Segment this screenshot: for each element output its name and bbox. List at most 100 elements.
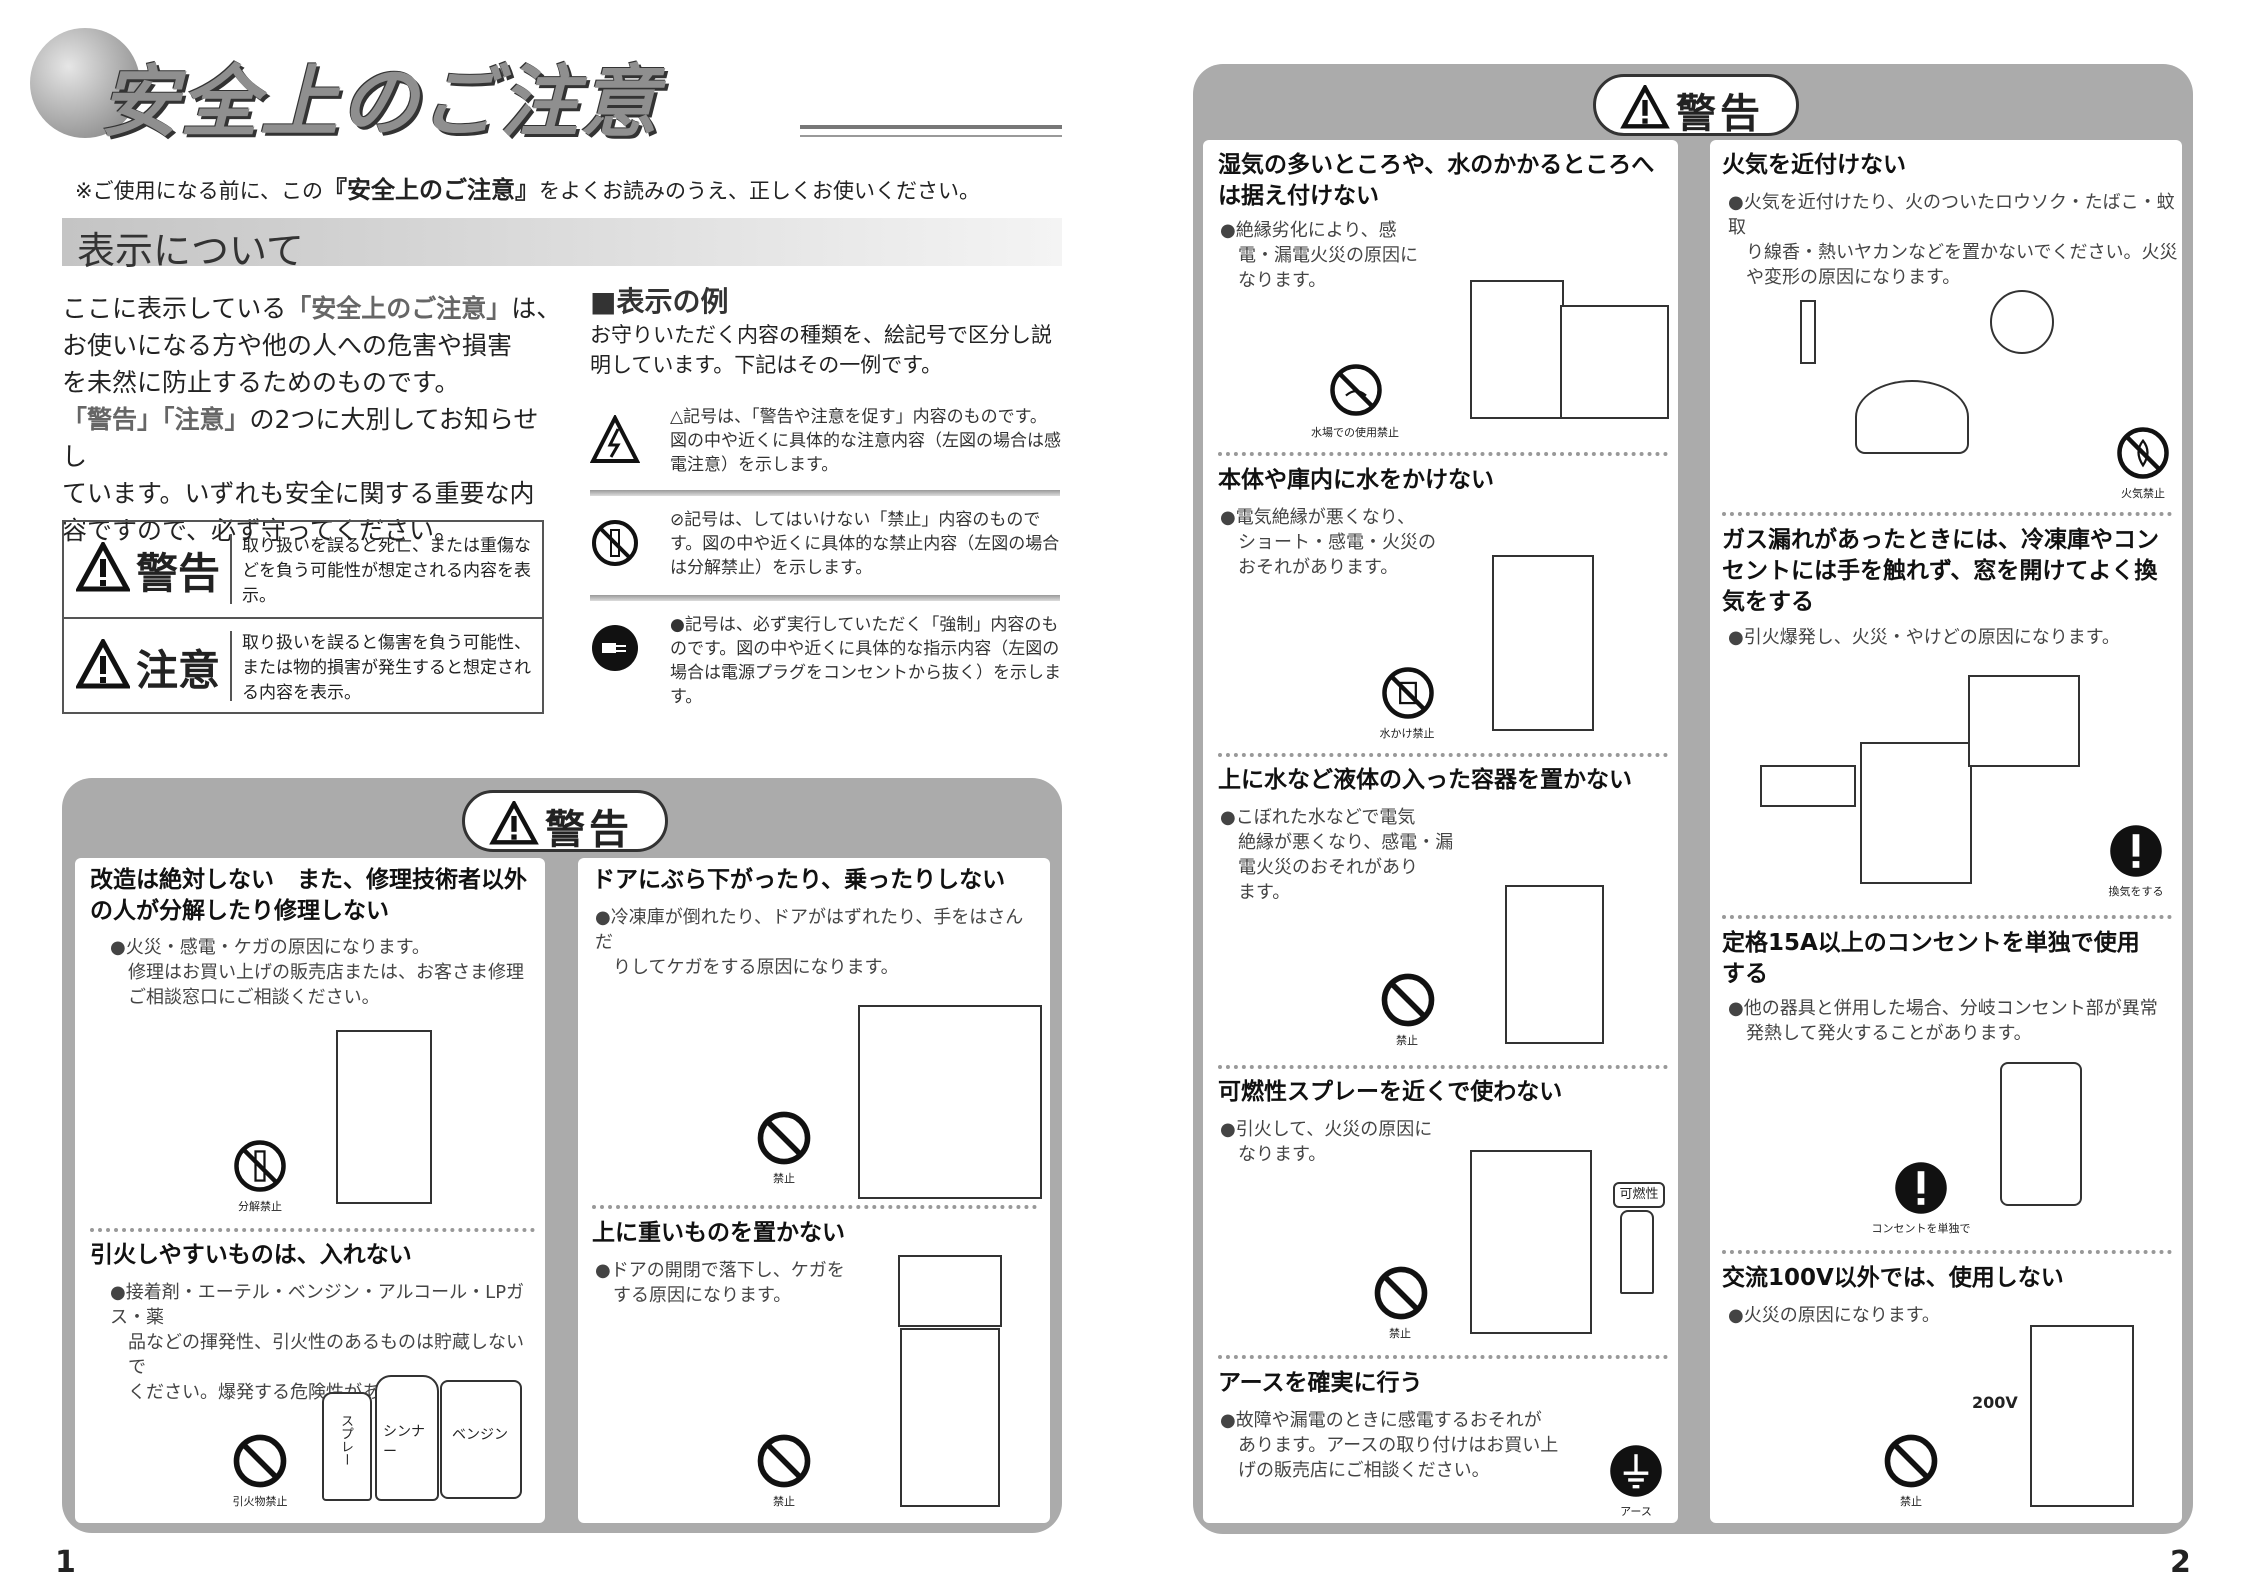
card-text-humidity: ●絶縁劣化により、感電・漏電火災の原因になります。: [1220, 220, 1418, 291]
mosquito-coil-illustration: [1990, 290, 2054, 354]
icon-caption: 水かけ禁止: [1379, 727, 1435, 740]
dotted-divider: [1218, 1355, 1668, 1359]
title-rule-thin: [800, 135, 1062, 137]
ventilate-mandatory-icon: [2110, 825, 2162, 877]
section-heading-band: 表示について: [62, 218, 1062, 273]
example-warning: △記号は、「警告や注意を促す」内容のものです。図の中や近くに具体的な注意内容（左…: [590, 405, 1061, 505]
heavy-box-illustration: [898, 1255, 1002, 1327]
card-heading-fire: 火気を近付けない: [1722, 152, 1906, 178]
dotted-divider: [1218, 753, 1668, 757]
example-heading: ■表示の例: [590, 285, 729, 318]
no-disassembly-icon: [592, 520, 638, 566]
prohibited-icon: [233, 1434, 287, 1488]
example-mandatory: ●記号は、必ず実行していただく「強制」内容のものです。図の中や近くに具体的な指示…: [590, 613, 1061, 713]
page-number: 1: [55, 1545, 76, 1580]
icon-caption: 換気をする: [2108, 885, 2164, 898]
icon-caption: 禁止: [773, 1495, 795, 1508]
signal-word-legend: 警告 取り扱いを誤ると死亡、または重傷などを負う可能性が想定される内容を表示。 …: [62, 520, 544, 714]
card-heading-heavy: 上に重いものを置かない: [592, 1220, 845, 1246]
card-text-modify: ●火災・感電・ケガの原因になります。修理はお買い上げの販売店または、お客さま修理…: [110, 937, 524, 1008]
card-heading-modify: 改造は絶対しない また、修理技術者以外の人が分解したり修理しない: [90, 867, 527, 924]
freezer-illustration: [900, 1328, 1000, 1507]
card-heading-flammable: 引火しやすいものは、入れない: [90, 1242, 412, 1268]
freezer-illustration: [2030, 1325, 2134, 1507]
icon-caption: 禁止: [1389, 1327, 1411, 1340]
card-heading-liquid: 上に水など液体の入った容器を置かない: [1218, 767, 1632, 793]
prohibited-icon: [1381, 973, 1435, 1027]
ground-mandatory-icon: [1610, 1445, 1662, 1497]
voltage-label: 200V: [1972, 1393, 2018, 1412]
card-text-hanging: ●冷凍庫が倒れたり、ドアがはずれたり、手をはさんだりしてケガをする原因になります…: [595, 907, 1024, 978]
flammable-spray-label: 可燃性: [1613, 1182, 1665, 1208]
card-heading-ground: アースを確実に行う: [1218, 1370, 1423, 1396]
warning-triangle-icon: [76, 542, 130, 592]
prohibited-icon: [1374, 1266, 1428, 1320]
no-water-splash-icon: [1382, 667, 1434, 719]
freezer-illustration: [1470, 280, 1564, 419]
icon-caption: 禁止: [1396, 1034, 1418, 1047]
card-text-liquid: ●こぼれた水などで電気絶縁が悪くなり、感電・漏電火災のおそれがあります。: [1220, 807, 1454, 903]
title-ball-decoration: [30, 28, 140, 138]
example-prohibition: ⊘記号は、してはいけない「禁止」内容のものです。図の中や近くに具体的な禁止内容（…: [590, 508, 1060, 608]
freezer-open-door-illustration: [858, 1005, 1042, 1199]
warning-label-pill: 警告: [1593, 74, 1799, 137]
wall-outlet-illustration: [2000, 1062, 2082, 1206]
prohibited-icon: [1884, 1434, 1938, 1488]
dotted-divider: [1218, 1065, 1668, 1069]
kettle-illustration: [1855, 380, 1969, 454]
no-disassembly-icon: [234, 1140, 286, 1192]
title-rule: [800, 125, 1062, 129]
candle-illustration: [1800, 300, 1816, 364]
warning-label-pill: 警告: [462, 790, 668, 853]
intro-text: ※ご使用になる前に、この『安全上のご注意』をよくお読みのうえ、正しくお使いくださ…: [75, 176, 980, 204]
card-heading-voltage: 交流100V以外では、使用しない: [1722, 1265, 2064, 1291]
icon-caption: 水場での使用禁止: [1311, 426, 1399, 439]
no-water-area-icon: [1330, 364, 1382, 416]
page-title: 安全上のご注意: [100, 58, 661, 148]
dotted-divider: [90, 1228, 535, 1232]
freezer-illustration: [336, 1030, 432, 1204]
caution-triangle-icon: [76, 639, 130, 689]
icon-caption: 禁止: [1900, 1495, 1922, 1508]
card-text-heavy: ●ドアの開閉で落下し、ケガをする原因になります。: [595, 1260, 845, 1306]
card-heading-gas-leak: ガス漏れがあったときには、冷凍庫やコンセントには手を触れず、窓を開けてよく換気を…: [1722, 527, 2159, 615]
card-heading-splash: 本体や庫内に水をかけない: [1218, 467, 1494, 493]
dotted-divider: [592, 1205, 1037, 1209]
card-heading-outlet: 定格15A以上のコンセントを単独で使用する: [1722, 930, 2140, 987]
spray-can-illustration: [1620, 1210, 1654, 1294]
thinner-bottle-illustration: シンナー: [375, 1375, 439, 1501]
sink-cabinet-illustration: [1560, 305, 1669, 419]
prohibited-icon: [757, 1111, 811, 1165]
icon-caption: アース: [1620, 1505, 1652, 1518]
icon-caption: 引火物禁止: [232, 1495, 288, 1508]
freezer-illustration: [1492, 555, 1594, 731]
icon-caption: 分解禁止: [238, 1200, 282, 1213]
dotted-divider: [1722, 915, 2172, 919]
benzine-can-illustration: ベンジン: [440, 1380, 522, 1499]
legend-row-warning: 警告 取り扱いを誤ると死亡、または重傷などを負う可能性が想定される内容を表示。: [64, 522, 542, 617]
card-text-voltage: ●火災の原因になります。: [1728, 1305, 1940, 1326]
card-heading-hanging: ドアにぶら下がったり、乗ったりしない: [592, 867, 1006, 893]
legend-row-caution: 注意 取り扱いを誤ると傷害を負う可能性、または物的損害が発生すると想定される内容…: [64, 617, 542, 714]
card-heading-humidity: 湿気の多いところや、水のかかるところへは据え付けない: [1218, 152, 1655, 209]
electric-shock-warning-icon: [590, 415, 640, 463]
freezer-illustration: [1505, 885, 1604, 1044]
icon-caption: 火気禁止: [2121, 487, 2165, 500]
example-subtext: お守りいただく内容の種類を、絵記号で区分し説明しています。下記はその一例です。: [590, 323, 1052, 377]
warning-triangle-icon: [1620, 85, 1670, 129]
unplug-mandatory-icon: [592, 625, 638, 671]
dotted-divider: [1218, 452, 1668, 456]
intro-body: ここに表示している「安全上のご注意」は、 お使いになる方や他の人への危害や損害 …: [62, 294, 562, 545]
icon-caption: 禁止: [773, 1172, 795, 1185]
card-text-fire: ●火気を近付けたり、火のついたロウソク・たばこ・蚊取り線香・熱いヤカンなどを置か…: [1728, 192, 2178, 288]
example-separator: [590, 490, 1060, 496]
icon-caption: コンセントを単独で: [1871, 1222, 1971, 1235]
page-number: 2: [2170, 1545, 2191, 1580]
warning-triangle-icon: [489, 801, 539, 845]
card-text-flammable: ●接着剤・エーテル・ベンジン・アルコール・LPガス・薬品などの揮発性、引火性のあ…: [110, 1282, 525, 1403]
freezer-illustration: [1470, 1150, 1592, 1334]
window-illustration: [1968, 675, 2080, 767]
card-heading-spray: 可燃性スプレーを近くで使わない: [1218, 1079, 1563, 1105]
card-text-spray: ●引火して、火災の原因になります。: [1220, 1119, 1433, 1165]
freezer-illustration: [1860, 742, 1972, 884]
